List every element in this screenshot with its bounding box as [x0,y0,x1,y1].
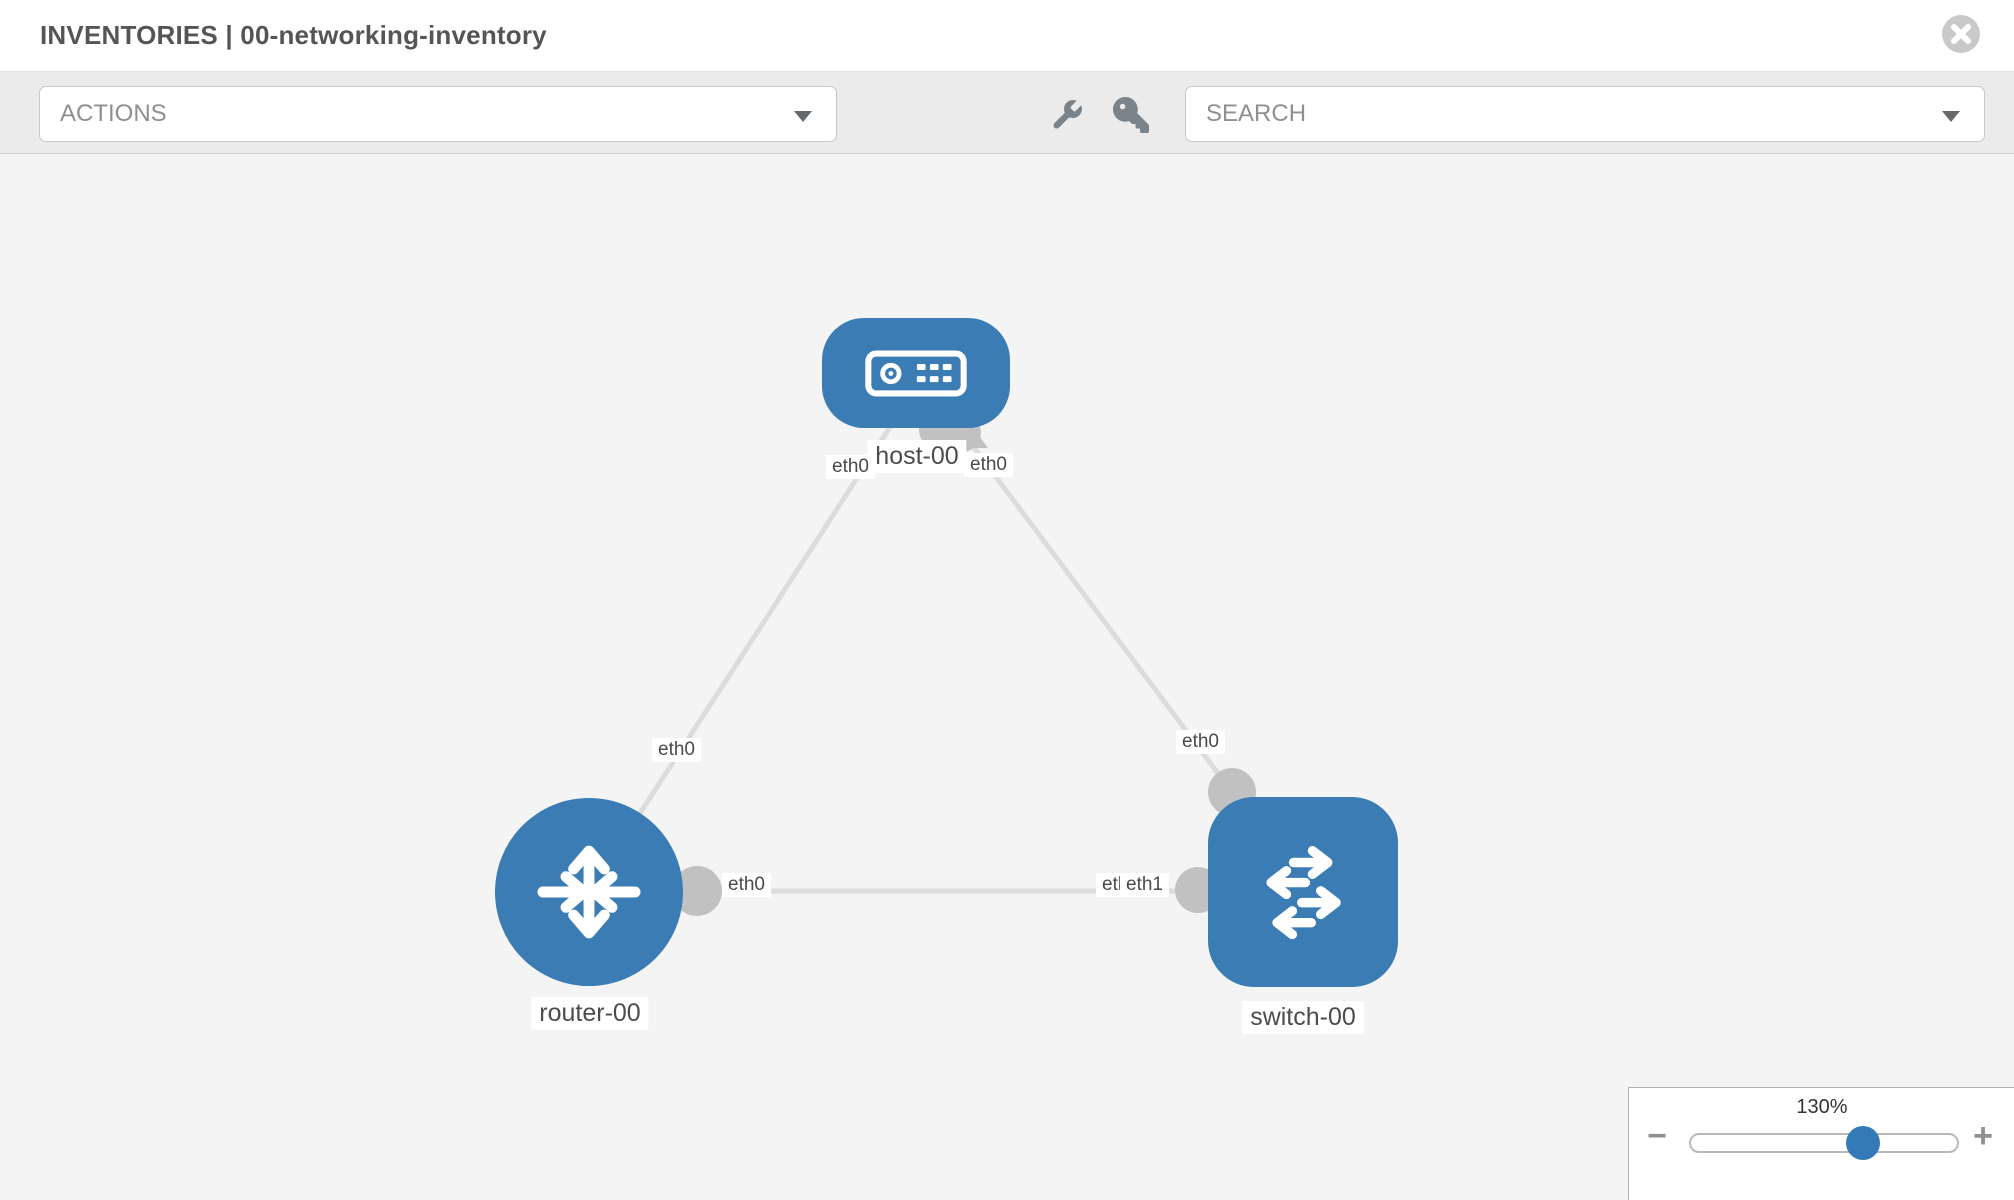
node-switch-00[interactable] [1208,797,1398,987]
server-icon [865,350,967,396]
interface-label-host-eth0-right: eth0 [964,453,1013,477]
interface-label-router-eth0: eth0 [722,873,771,897]
wrench-icon [1053,99,1083,129]
interface-label-router-link-eth0: eth0 [652,738,701,762]
topology-edges-layer [586,402,1256,916]
link-host-router[interactable] [586,402,908,894]
zoom-out-button[interactable]: − [1639,1118,1675,1154]
actions-dropdown[interactable]: ACTIONS [39,86,837,142]
interface-label-switch-link-eth0: eth0 [1176,730,1225,754]
configure-button[interactable] [1046,96,1088,134]
topology-canvas[interactable]: host-00 router-00 switch-00 eth0 eth0 et… [0,154,2014,1200]
key-icon [1113,97,1149,133]
chevron-down-icon [1942,111,1960,122]
search-dropdown[interactable]: SEARCH [1185,86,1985,142]
node-label-router: router-00 [531,997,649,1030]
node-label-switch: switch-00 [1242,1001,1364,1034]
zoom-in-button[interactable]: + [1965,1118,2001,1154]
zoom-slider-track[interactable] [1689,1133,1959,1153]
key-button[interactable] [1110,96,1152,134]
zoom-slider-handle[interactable] [1846,1126,1880,1160]
zoom-control-panel: 130% − + [1628,1087,2014,1200]
chevron-down-icon [794,111,812,122]
zoom-level-value: 130% [1796,1096,1848,1118]
switch-arrows-icon [1266,845,1341,940]
search-dropdown-label: SEARCH [1206,100,1307,127]
close-button[interactable] [1941,14,1981,54]
interface-label-switch-eth1: eth1 [1120,873,1169,897]
node-router-00[interactable] [495,798,683,986]
interface-label-host-eth0-left: eth0 [826,455,875,479]
toolbar: ACTIONS SEARCH [0,72,2014,154]
router-arrows-icon [537,845,641,939]
close-icon [1942,15,1980,53]
page-title: INVENTORIES | 00-networking-inventory [40,20,547,50]
port-router-eth0 [672,866,722,916]
node-label-host: host-00 [867,440,967,473]
node-host-00[interactable] [822,318,1010,428]
title-bar: INVENTORIES | 00-networking-inventory [0,0,2014,72]
actions-dropdown-label: ACTIONS [60,100,167,127]
